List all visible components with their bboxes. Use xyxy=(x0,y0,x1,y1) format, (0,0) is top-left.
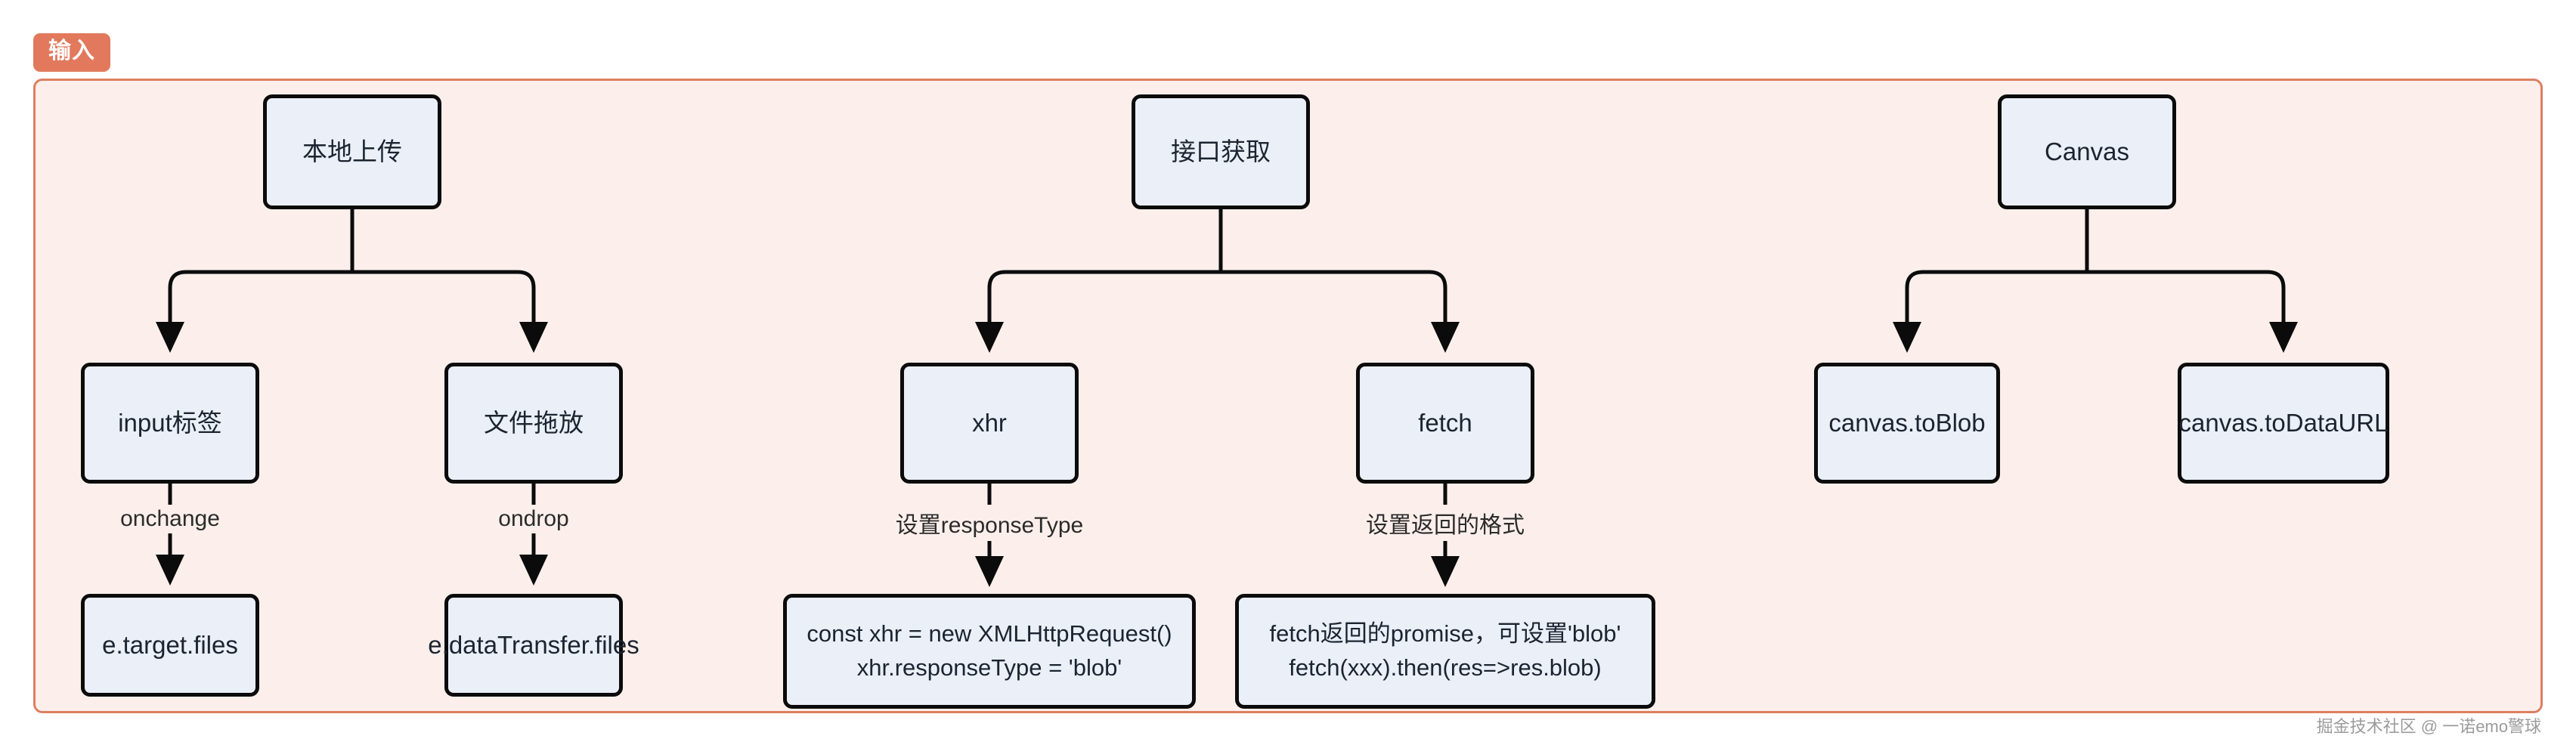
node-label: canvas.toBlob xyxy=(1828,409,1986,437)
node-input-tag[interactable]: input标签 xyxy=(81,363,259,484)
node-fetch-code[interactable]: fetch返回的promise，可设置'blob' fetch(xxx).the… xyxy=(1235,594,1655,709)
node-canvas-toblob[interactable]: canvas.toBlob xyxy=(1814,363,2000,484)
node-local-upload[interactable]: 本地上传 xyxy=(263,94,441,209)
node-label: Canvas xyxy=(2045,138,2129,166)
subgraph-badge-input: 输入 xyxy=(33,33,110,72)
node-label: fetch返回的promise，可设置'blob' fetch(xxx).the… xyxy=(1269,620,1621,681)
node-fetch[interactable]: fetch xyxy=(1356,363,1534,484)
edge-label-set-responsetype: 设置responseType xyxy=(889,505,1090,541)
node-xhr[interactable]: xhr xyxy=(900,363,1079,484)
node-label: e.dataTransfer.files xyxy=(428,631,639,660)
edge-label-onchange: onchange xyxy=(114,505,226,533)
node-label: canvas.toDataURL xyxy=(2178,409,2389,437)
node-label: xhr xyxy=(972,409,1007,437)
node-label: 文件拖放 xyxy=(484,409,584,437)
node-target-files[interactable]: e.target.files xyxy=(81,594,259,697)
node-label: fetch xyxy=(1418,409,1472,437)
node-label: 接口获取 xyxy=(1171,138,1271,166)
node-label: 本地上传 xyxy=(302,138,402,166)
edge-label-set-return-format: 设置返回的格式 xyxy=(1360,505,1531,541)
node-canvas-todataurl[interactable]: canvas.toDataURL xyxy=(2178,363,2389,484)
node-label: const xhr = new XMLHttpRequest() xhr.res… xyxy=(807,620,1172,681)
node-file-drop[interactable]: 文件拖放 xyxy=(444,363,623,484)
node-api-fetch[interactable]: 接口获取 xyxy=(1132,94,1310,209)
watermark: 掘金技术社区 @ 一诺emo警球 xyxy=(2316,717,2541,736)
edge-label-ondrop: ondrop xyxy=(492,505,575,533)
node-xhr-code[interactable]: const xhr = new XMLHttpRequest() xhr.res… xyxy=(783,594,1196,709)
node-label: e.target.files xyxy=(102,631,238,660)
node-canvas[interactable]: Canvas xyxy=(1998,94,2176,209)
node-label: input标签 xyxy=(118,409,222,437)
node-datatransfer-files[interactable]: e.dataTransfer.files xyxy=(428,594,639,697)
